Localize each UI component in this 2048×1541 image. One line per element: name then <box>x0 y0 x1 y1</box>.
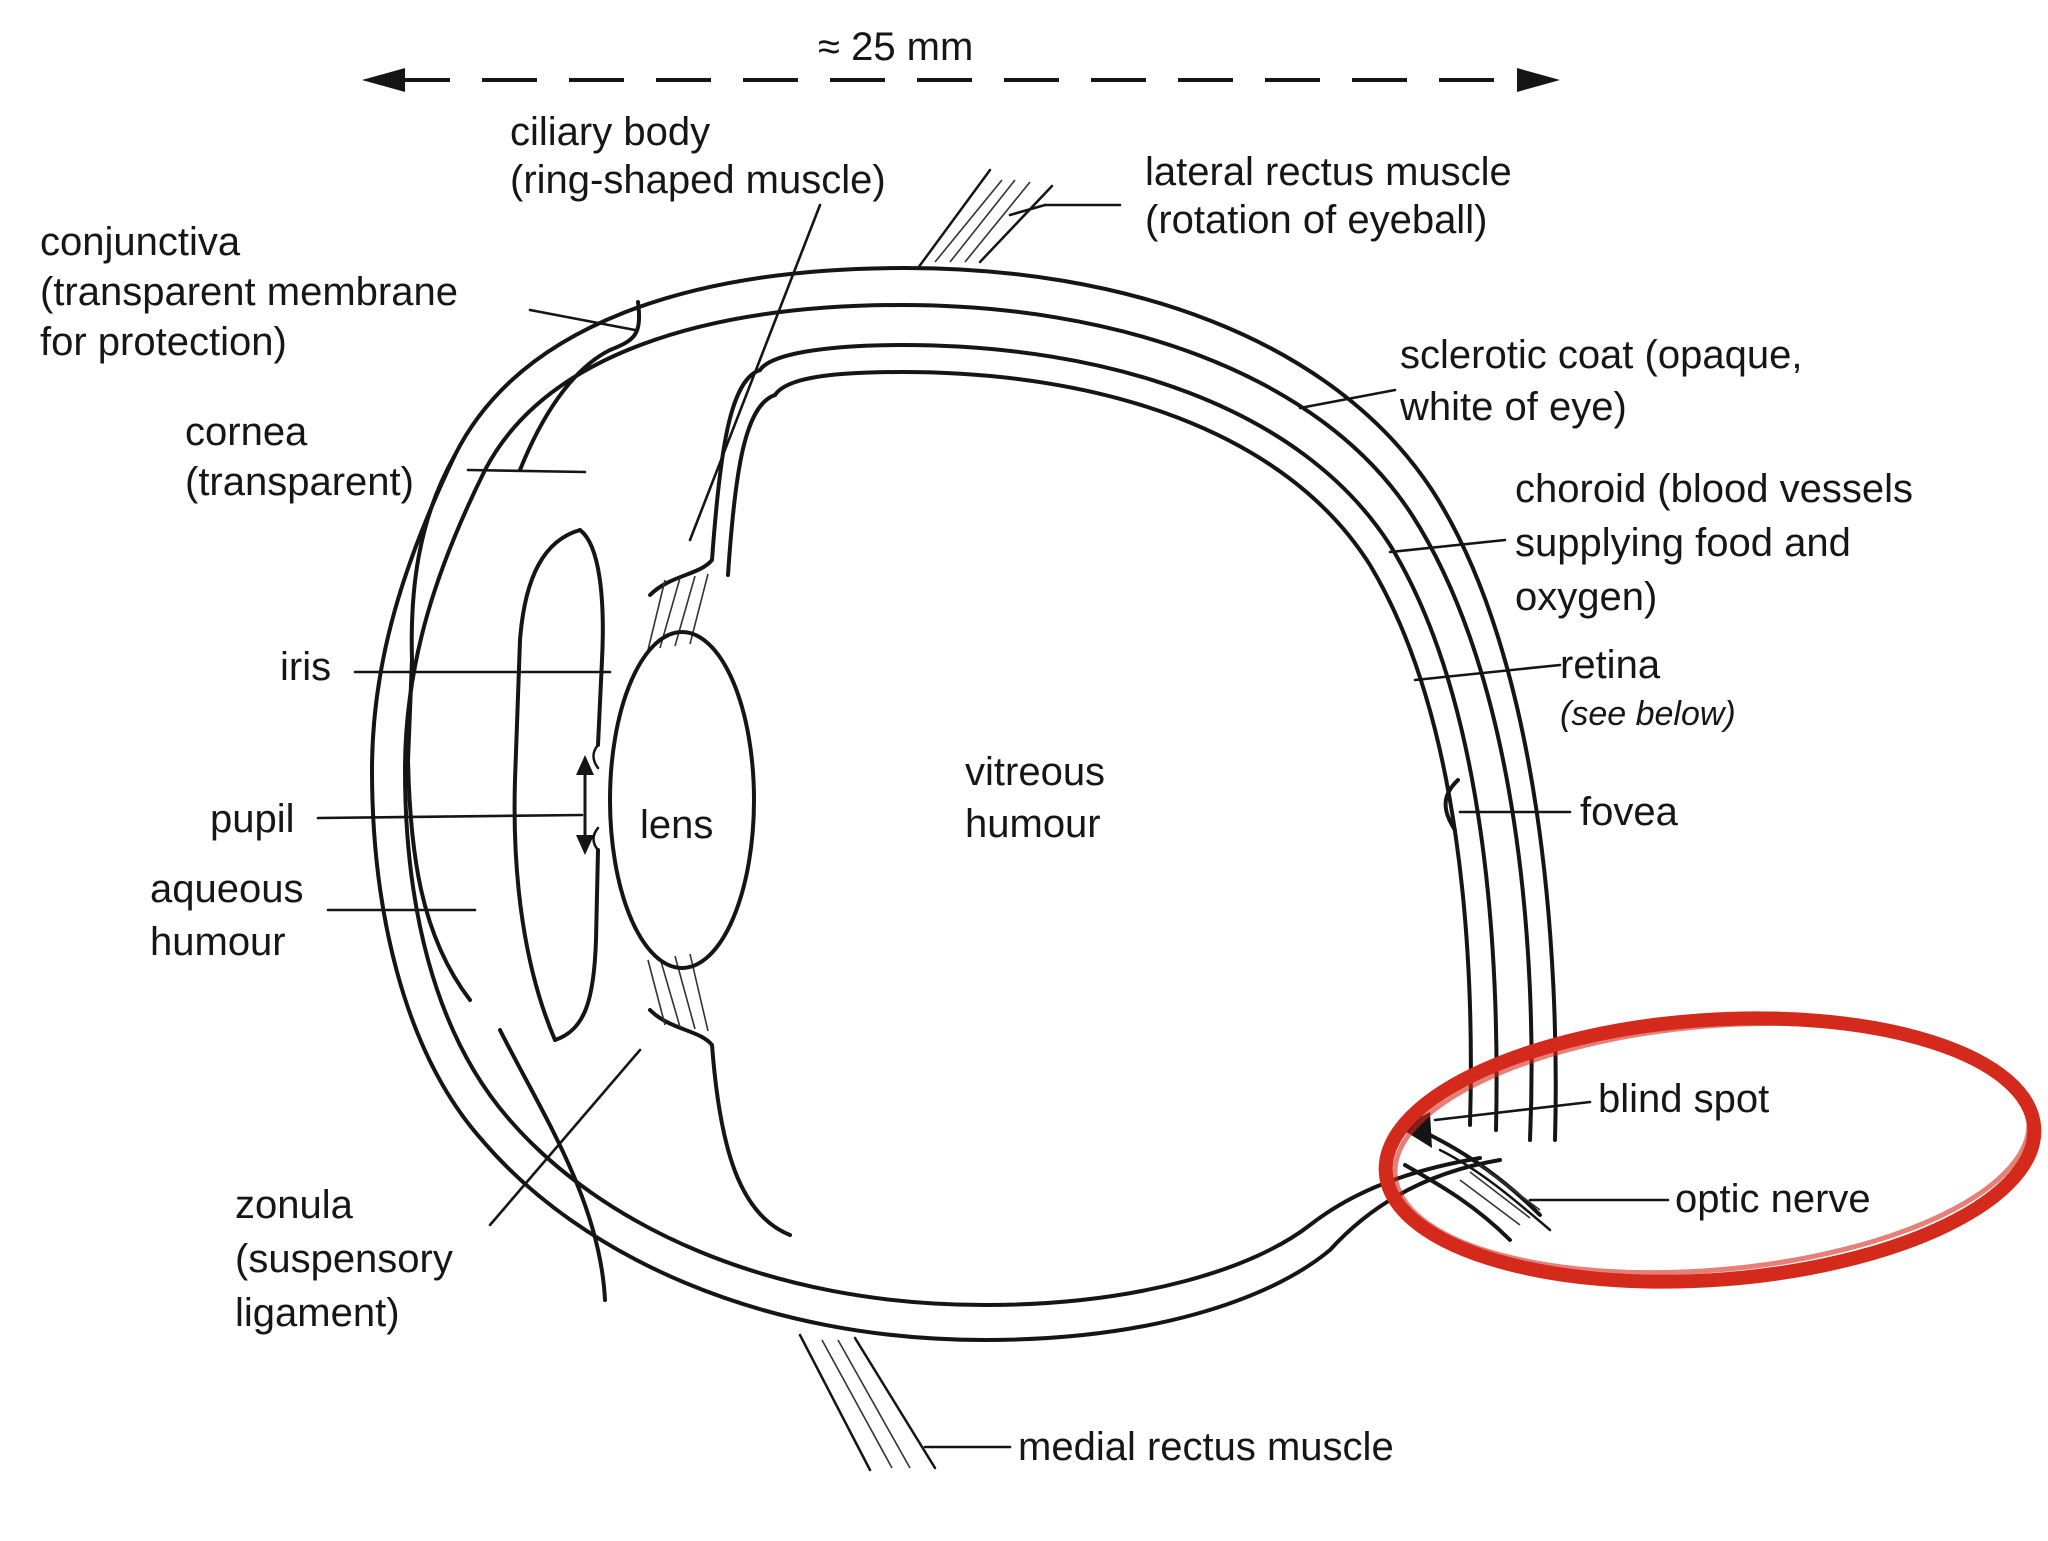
label-conjunctiva: conjunctiva (transparent membrane for pr… <box>40 220 469 364</box>
conjunctiva-lower <box>498 1028 607 1302</box>
label-zonula: zonula (suspensory ligament) <box>235 1183 464 1335</box>
label-choroid: choroid (blood vessels supplying food an… <box>1515 467 1924 619</box>
lateral-rectus-muscle <box>916 168 1054 270</box>
pupil-arrow <box>576 755 594 855</box>
iris <box>553 528 605 1042</box>
label-cornea: cornea (transparent) <box>185 410 414 504</box>
label-iris: iris <box>280 645 331 689</box>
choroid-retina <box>758 343 1499 1132</box>
lens <box>608 630 756 970</box>
label-vitreous-humour: vitreous humour <box>965 750 1116 846</box>
label-blind-spot: blind spot <box>1598 1077 1769 1121</box>
label-fovea: fovea <box>1580 790 1679 834</box>
label-lens: lens <box>640 803 713 847</box>
highlight-circle-inner <box>1392 1020 2032 1276</box>
label-lateral-rectus: lateral rectus muscle (rotation of eyeba… <box>1145 150 1523 242</box>
label-retina-note: (see below) <box>1560 695 1736 733</box>
label-pupil: pupil <box>210 797 295 841</box>
label-retina: retina <box>1560 643 1661 687</box>
dimension-arrow <box>362 68 1560 92</box>
medial-rectus-muscle <box>798 1333 937 1472</box>
leader-lines <box>316 203 1670 1449</box>
measurement-label: ≈ 25 mm <box>818 25 973 69</box>
label-ciliary-body: ciliary body (ring-shaped muscle) <box>510 110 886 202</box>
label-medial-rectus: medial rectus muscle <box>1018 1425 1394 1469</box>
label-optic-nerve: optic nerve <box>1675 1177 1871 1221</box>
label-aqueous-humour: aqueous humour <box>150 867 315 964</box>
label-sclerotic-coat: sclerotic coat (opaque, white of eye) <box>1399 333 1814 429</box>
conjunctiva-membrane <box>518 300 641 472</box>
optic-nerve <box>1400 1112 1552 1242</box>
cornea <box>406 453 582 1042</box>
highlight-circle <box>1378 1011 2042 1289</box>
sclera-shell <box>370 266 1558 1342</box>
